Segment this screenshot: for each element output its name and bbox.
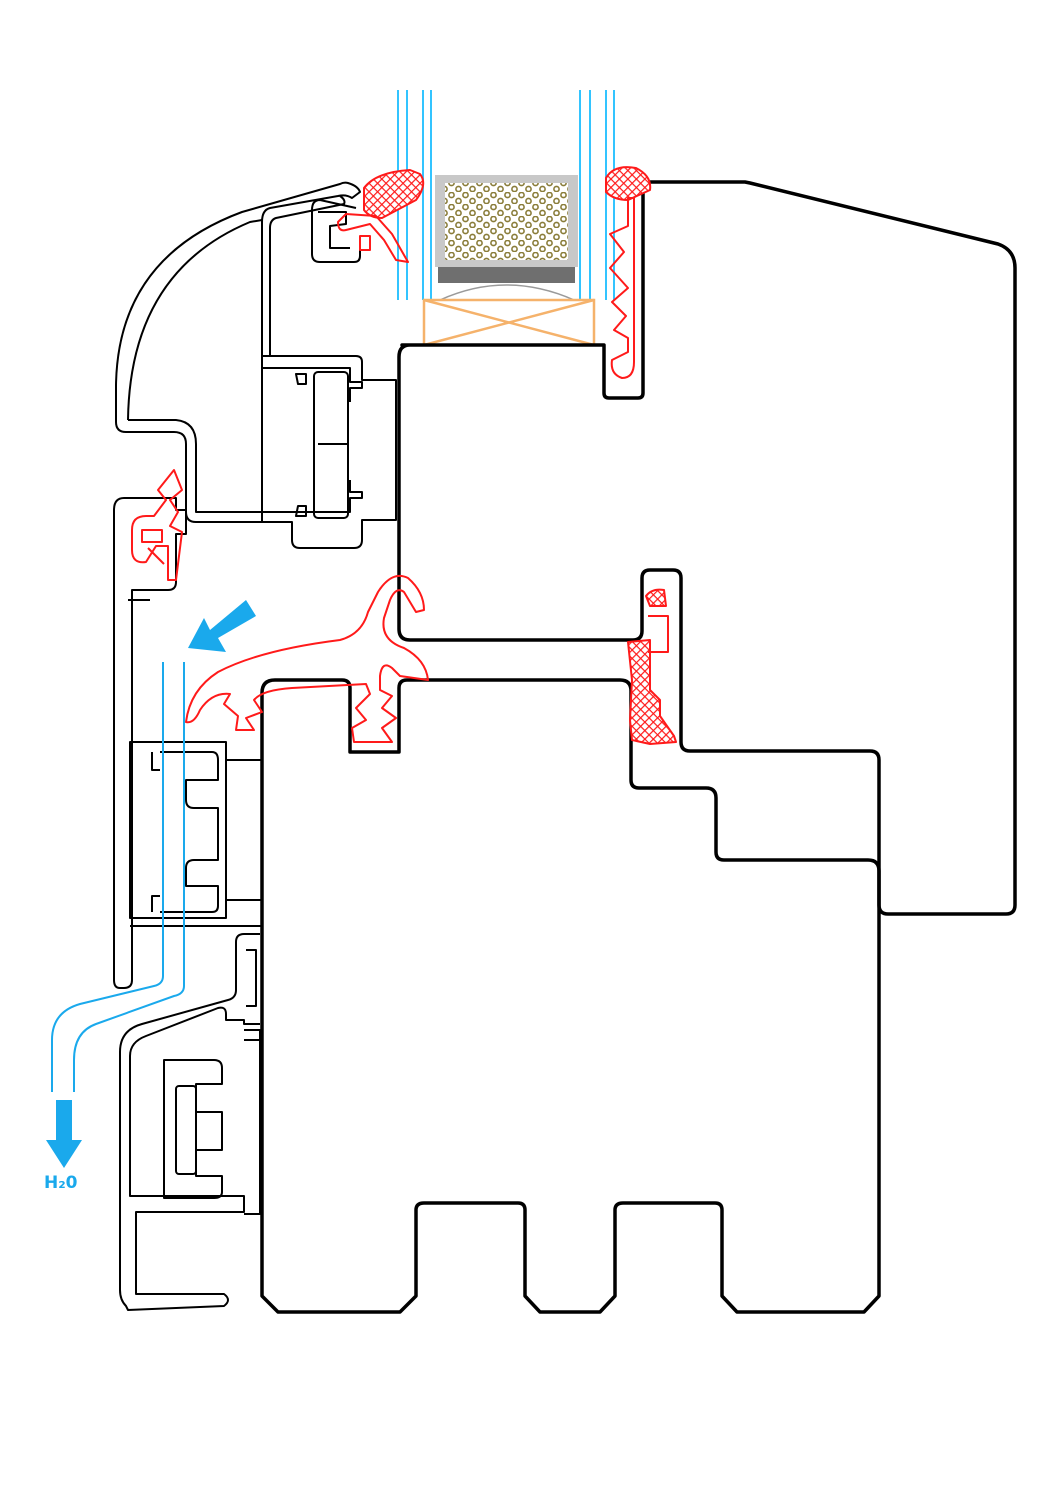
arrow-down-icon <box>46 1100 82 1168</box>
drainage-path <box>51 662 185 1092</box>
setting-block <box>422 298 596 347</box>
timber-frame <box>260 678 881 1314</box>
glazing-gasket-inner <box>605 166 652 201</box>
gasket-seals <box>131 166 677 745</box>
glass-panes <box>397 90 615 300</box>
aluminium-sash-profile <box>115 181 397 549</box>
centre-seal <box>185 574 429 743</box>
glazing-gasket-outer <box>363 169 425 219</box>
glass-spacer <box>435 175 578 301</box>
rebate-seal-strip <box>627 639 677 745</box>
rebate-seal <box>645 588 667 607</box>
water-label: H₂0 <box>44 1173 78 1193</box>
arrow-down-left-icon <box>188 600 256 652</box>
aluminium-frame-profile <box>113 497 262 1311</box>
weather-seal-outer <box>131 469 183 581</box>
